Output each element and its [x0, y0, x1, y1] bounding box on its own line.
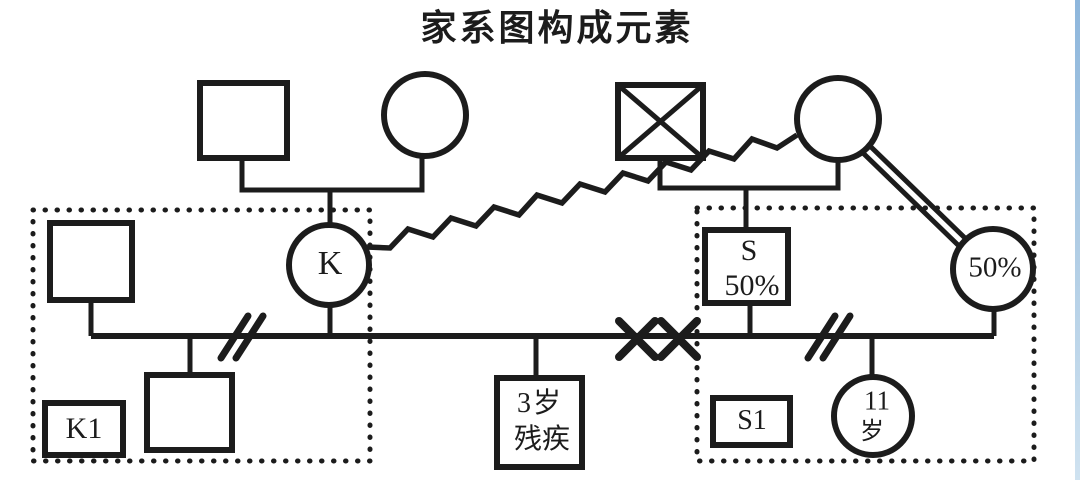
son-left-square [144, 336, 235, 453]
diagram-title: 家系图构成元素 [420, 8, 694, 48]
household-label-box-k1 [42, 400, 126, 458]
conflict-zigzag-line [366, 132, 799, 251]
left-grandparents-union-line [239, 157, 425, 226]
separation-slashes-right [804, 312, 854, 362]
close-relationship-double-line [861, 144, 968, 248]
grandmother-left-circle [381, 71, 469, 159]
girl-11-circle [831, 336, 915, 458]
mother-right-50-circle [950, 226, 1036, 336]
separation-slashes-left [217, 312, 267, 362]
father-s-square [702, 227, 791, 336]
divorce-xx-marks [615, 317, 701, 361]
page-edge-strip [1075, 0, 1080, 480]
household-s1-label: S1 [737, 405, 767, 436]
household-k1-label: K1 [65, 412, 103, 445]
mother-k-label: K [317, 245, 343, 282]
mother-right-50-label: 50% [968, 251, 1022, 284]
household-label-box-s1 [710, 395, 793, 448]
father-s-label-line2: 50% [724, 269, 780, 302]
grandmother-right-circle [794, 75, 882, 163]
father-s-label-line1: S [740, 234, 758, 267]
disabled-child-label-line2: 残疾 [513, 424, 571, 455]
girl-11-label-line2: 岁 [860, 419, 884, 445]
disabled-child-label-line1: 3岁 [516, 388, 564, 419]
household-boundary-k1 [30, 207, 373, 464]
disabled-child-square [494, 336, 585, 470]
right-grandparents-union-line [657, 158, 841, 230]
deceased-male-square [615, 82, 706, 161]
partner-left-square [47, 220, 135, 336]
grandfather-left-square [197, 80, 290, 161]
girl-11-label-line1: 11 [864, 385, 890, 416]
